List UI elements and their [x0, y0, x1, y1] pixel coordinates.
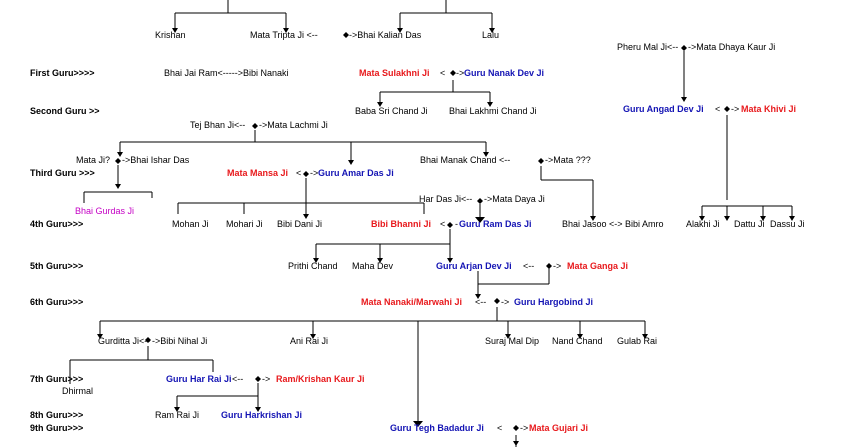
person-manak-chand: Bhai Manak Chand <--	[420, 155, 511, 165]
person-bhai-gurdas: Bhai Gurdas Ji	[75, 206, 135, 216]
person-guru-har-rai: Guru Har Rai Ji	[166, 374, 232, 384]
person-mata-tripta: Mata Tripta Ji <--	[250, 30, 318, 40]
person-mata-nanaki: Mata Nanaki/Marwahi Ji	[361, 297, 463, 307]
person-kalian-das: ->Bhai Kalian Das	[349, 30, 422, 40]
person-ani-rai: Ani Rai Ji	[290, 336, 329, 346]
person-gulab-rai: Gulab Rai	[617, 336, 658, 346]
link-angad: <	[715, 104, 721, 114]
person-guru-angad: Guru Angad Dev Ji	[623, 104, 704, 114]
person-mata-mansa: Mata Mansa Ji	[227, 168, 289, 178]
person-ishar-das: ->Bhai Ishar Das	[122, 155, 190, 165]
person-guru-arjan: Guru Arjan Dev Ji	[436, 261, 512, 271]
person-sri-chand: Baba Sri Chand Ji	[355, 106, 428, 116]
person-mata-khivi: Mata Khivi Ji	[741, 104, 797, 114]
person-prithi-chand: Prithi Chand	[288, 261, 338, 271]
link-hargobind: ->	[501, 297, 510, 307]
person-krishan: Krishan	[155, 30, 186, 40]
person-krishan-kaur: Ram/Krishan Kaur Ji	[276, 374, 365, 384]
person-mata-lachmi: ->Mata Lachmi Ji	[259, 120, 328, 130]
link-arjan: <--	[523, 261, 535, 271]
arrowheads	[97, 28, 795, 446]
link-nanak: ->	[456, 68, 465, 78]
person-dhaya-kaur: ->Mata Dhaya Kaur Ji	[688, 42, 776, 52]
generation-label-fifth: 5th Guru>>>	[30, 261, 84, 271]
person-mata-sulakhni: Mata Sulakhni Ji	[359, 68, 430, 78]
generation-label-seventh: 7th Guru>>>	[30, 374, 84, 384]
link-bhanni: <	[440, 219, 446, 229]
link-krishan-kaur: ->	[262, 374, 271, 384]
person-maha-dev: Maha Dev	[352, 261, 394, 271]
person-mata-ji: Mata Ji?	[76, 155, 111, 165]
generation-label-third: Third Guru >>>	[30, 168, 95, 178]
link-har-rai: <--	[232, 374, 244, 384]
link-ram-das: -	[455, 219, 458, 229]
person-guru-harkrishan: Guru Harkrishan Ji	[221, 410, 303, 420]
person-jasoo-amro: Bhai Jasoo <-> Bibi Amro	[562, 219, 664, 229]
person-guru-nanak: Guru Nanak Dev Ji	[464, 68, 545, 78]
link-mansa: <	[296, 168, 302, 178]
link-amar-das: ->	[310, 168, 319, 178]
person-mata-unknown: ->Mata ???	[545, 155, 591, 165]
person-guru-tegh-bahadur: Guru Tegh Badadur Ji	[390, 423, 484, 433]
marriage-diamonds	[115, 32, 730, 431]
person-alakhi: Alakhi Ji	[686, 219, 720, 229]
generation-label-fourth: 4th Guru>>>	[30, 219, 84, 229]
person-ram-rai: Ram Rai Ji	[155, 410, 200, 420]
person-dattu: Dattu Ji	[734, 219, 765, 229]
generation-label-second: Second Guru >>	[30, 106, 100, 116]
person-dassu: Dassu Ji	[770, 219, 805, 229]
person-jai-ram-nanaki: Bhai Jai Ram<----->Bibi Nanaki	[164, 68, 289, 78]
link-nanaki: <--	[475, 297, 487, 307]
link-gujari: ->	[520, 423, 529, 433]
person-bibi-bhanni: Bibi Bhanni Ji	[371, 219, 432, 229]
generation-label-ninth: 9th Guru>>>	[30, 423, 84, 433]
person-guru-ram-das: Guru Ram Das Ji	[459, 219, 532, 229]
generation-label-first: First Guru>>>>	[30, 68, 95, 78]
person-guru-amar-das: Guru Amar Das Ji	[318, 168, 394, 178]
person-gurditta: Gurditta Ji<--	[98, 336, 151, 346]
person-dhirmal: Dhirmal	[62, 386, 94, 396]
tree-lines	[69, 0, 793, 447]
person-pheru-mal: Pheru Mal Ji<--	[617, 42, 679, 52]
generation-label-sixth: 6th Guru>>>	[30, 297, 84, 307]
generation-label-eighth: 8th Guru>>>	[30, 410, 84, 420]
person-bibi-nihal: ->Bibi Nihal Ji	[152, 336, 208, 346]
link-khivi: ->	[731, 104, 740, 114]
person-tej-bhan: Tej Bhan Ji<--	[190, 120, 246, 130]
person-bibi-dani: Bibi Dani Ji	[277, 219, 323, 229]
person-mata-gujari: Mata Gujari Ji	[529, 423, 589, 433]
person-lalu: Lalu	[482, 30, 500, 40]
person-mohan: Mohan Ji	[172, 219, 209, 229]
link-sulakhni: <	[440, 68, 446, 78]
person-guru-hargobind: Guru Hargobind Ji	[514, 297, 594, 307]
person-har-das: Har Das Ji<--	[419, 194, 473, 204]
person-lakhmi-chand: Bhai Lakhmi Chand Ji	[449, 106, 537, 116]
person-mohari: Mohari Ji	[226, 219, 263, 229]
person-suraj-mal: Suraj Mal Dip	[485, 336, 540, 346]
link-ganga: ->	[553, 261, 562, 271]
person-nand-chand: Nand Chand	[552, 336, 603, 346]
link-tegh-bahadur: <	[497, 423, 503, 433]
person-mata-daya: ->Mata Daya Ji	[484, 194, 545, 204]
person-mata-ganga: Mata Ganga Ji	[567, 261, 629, 271]
